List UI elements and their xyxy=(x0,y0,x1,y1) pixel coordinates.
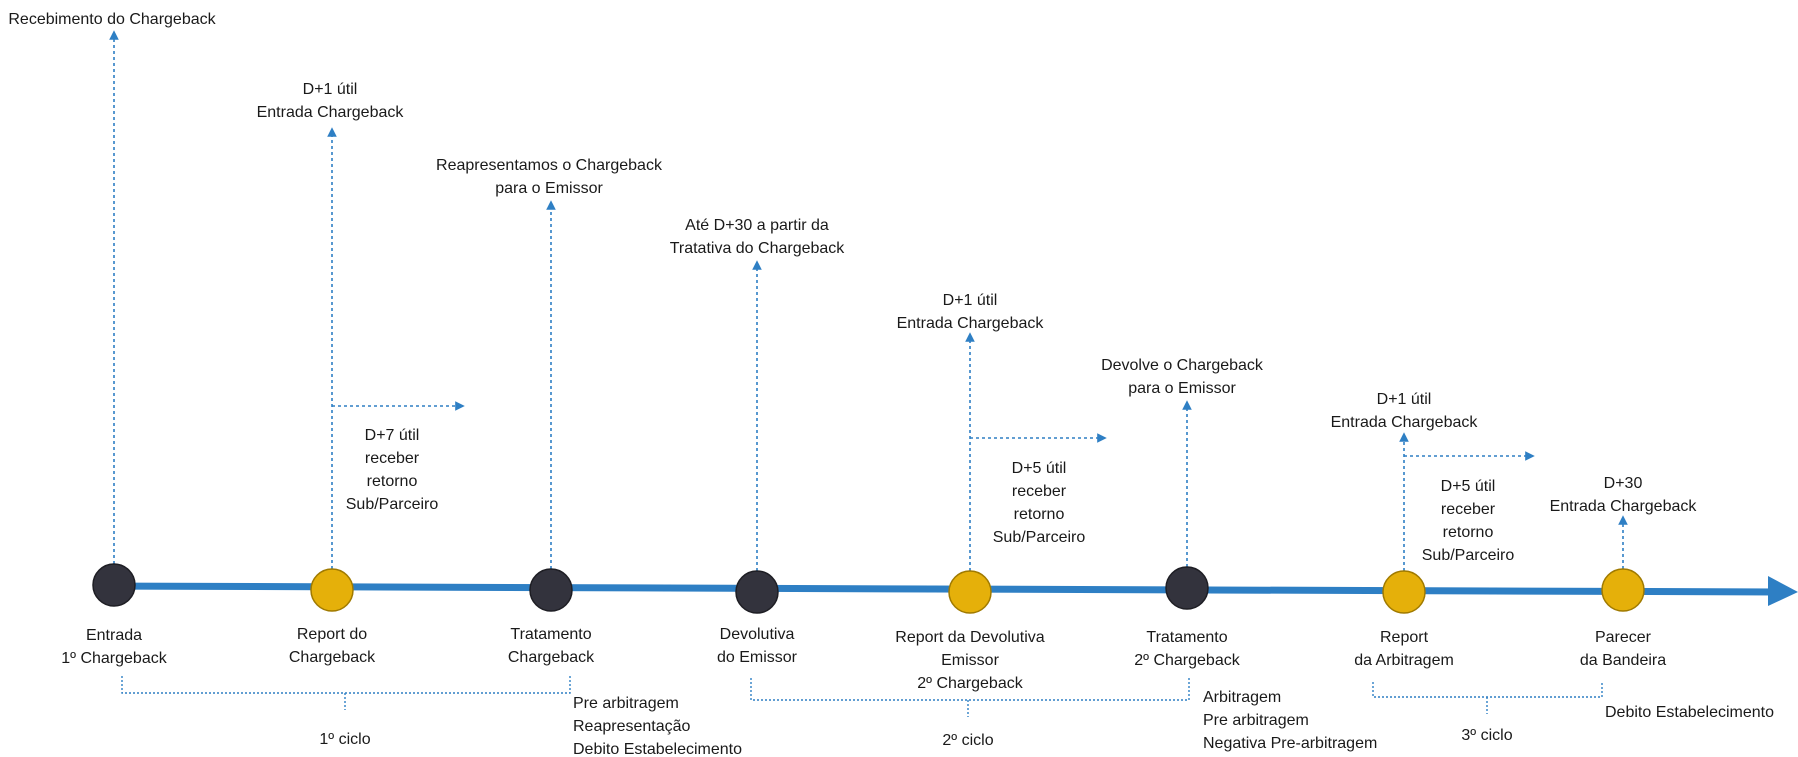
side-note-report-chargeback-line: D+7 útil xyxy=(365,427,420,444)
note-devolutiva-emissor-line: Até D+30 a partir da xyxy=(685,217,829,234)
timeline-axis-layer xyxy=(97,576,1798,606)
label-report-devolutiva-line: Emissor xyxy=(941,652,999,669)
note-report-chargeback-line: Entrada Chargeback xyxy=(257,104,405,121)
note-tratamento-1-line: Reapresentamos o Chargeback xyxy=(436,157,663,174)
bracket-ciclo-3 xyxy=(1372,682,1603,714)
label-tratamento-2: Tratamento 2º Chargeback xyxy=(1134,629,1240,669)
note-tratamento-1: Reapresentamos o Chargeback para o Emisso… xyxy=(436,157,663,197)
node-entrada-dark xyxy=(92,563,136,607)
side-note-report-devolutiva-line: Sub/Parceiro xyxy=(993,529,1086,546)
side-note-report-arbitragem-line: retorno xyxy=(1443,524,1494,541)
label-entrada: Entrada 1º Chargeback xyxy=(61,627,167,667)
label-devolutiva-emissor-line: do Emissor xyxy=(717,649,798,666)
side-note-report-chargeback-line: retorno xyxy=(367,473,418,490)
label-report-devolutiva-line: 2º Chargeback xyxy=(917,675,1023,692)
label-report-chargeback-line: Chargeback xyxy=(289,649,376,666)
node-report-chargeback-gold xyxy=(310,568,354,612)
side-note-report-arbitragem-line: receber xyxy=(1441,501,1496,518)
node-report-devolutiva-gold xyxy=(948,570,992,614)
note-report-arbitragem-line: Entrada Chargeback xyxy=(1331,414,1479,431)
note-tratamento-1-line: para o Emissor xyxy=(495,180,603,197)
cycle-outcomes-ciclo-3: Debito Estabelecimento xyxy=(1605,704,1774,721)
connectors-layer xyxy=(109,30,1628,717)
label-report-chargeback-line: Report do xyxy=(297,626,367,643)
timeline-nodes-layer xyxy=(92,563,1645,614)
note-report-devolutiva-line: D+1 útil xyxy=(943,292,998,309)
note-entrada: Recebimento do Chargeback xyxy=(8,11,216,28)
note-parecer-bandeira-line: D+30 xyxy=(1604,475,1643,492)
cycle-label-ciclo-1: 1º ciclo xyxy=(319,731,370,748)
node-devolutiva-emissor-dark xyxy=(735,570,779,614)
label-parecer-bandeira: Parecer da Bandeira xyxy=(1580,629,1666,669)
note-tratamento-2-line: Devolve o Chargeback xyxy=(1101,357,1264,374)
cycle-label-ciclo-3: 3º ciclo xyxy=(1461,727,1512,744)
note-report-devolutiva-line: Entrada Chargeback xyxy=(897,315,1045,332)
side-note-report-arbitragem-line: Sub/Parceiro xyxy=(1422,547,1515,564)
note-report-chargeback-line: D+1 útil xyxy=(303,81,358,98)
bracket-ciclo-1 xyxy=(121,676,571,710)
timeline-arrowhead xyxy=(1768,576,1798,606)
cycle-outcomes-ciclo-2-line: Pre arbitragem xyxy=(1203,712,1309,729)
side-note-report-devolutiva-line: retorno xyxy=(1014,506,1065,523)
label-tratamento-1-line: Tratamento xyxy=(510,626,591,643)
note-devolutiva-emissor-line: Tratativa do Chargeback xyxy=(670,240,846,257)
side-note-report-chargeback-line: Sub/Parceiro xyxy=(346,496,439,513)
timeline-axis xyxy=(97,582,1779,596)
cycle-outcomes-ciclo-1-line: Debito Estabelecimento xyxy=(573,741,742,757)
note-report-arbitragem-line: D+1 útil xyxy=(1377,391,1432,408)
label-tratamento-2-line: 2º Chargeback xyxy=(1134,652,1240,669)
note-parecer-bandeira-line: Entrada Chargeback xyxy=(1550,498,1698,515)
cycle-label-ciclo-2: 2º ciclo xyxy=(942,732,993,749)
label-tratamento-2-line: Tratamento xyxy=(1146,629,1227,646)
side-note-report-devolutiva-line: D+5 útil xyxy=(1012,460,1067,477)
label-devolutiva-emissor: Devolutiva do Emissor xyxy=(717,626,798,666)
cycle-outcomes-ciclo-2-line: Arbitragem xyxy=(1203,689,1281,706)
label-tratamento-1-line: Chargeback xyxy=(508,649,595,666)
note-entrada-line: Recebimento do Chargeback xyxy=(8,11,216,28)
label-report-arbitragem: Report da Arbitragem xyxy=(1354,629,1454,669)
note-devolutiva-emissor: Até D+30 a partir da Tratativa do Chargeb… xyxy=(670,217,846,257)
node-tratamento-1-dark xyxy=(529,568,573,612)
side-note-report-devolutiva-line: receber xyxy=(1012,483,1067,500)
cycle-outcomes-ciclo-1-line: Pre arbitragem xyxy=(573,695,679,712)
label-parecer-bandeira-line: da Bandeira xyxy=(1580,652,1666,669)
label-devolutiva-emissor-line: Devolutiva xyxy=(720,626,795,643)
cycle-outcomes-ciclo-2-line: Negativa Pre-arbitragem xyxy=(1203,735,1377,752)
cycle-outcomes-ciclo-1-line: Reapresentação xyxy=(573,718,691,735)
label-entrada-line: Entrada xyxy=(86,627,142,644)
label-parecer-bandeira-line: Parecer xyxy=(1595,629,1652,646)
node-report-arbitragem-gold xyxy=(1382,570,1426,614)
side-note-report-arbitragem-line: D+5 útil xyxy=(1441,478,1496,495)
label-report-chargeback: Report do Chargeback xyxy=(289,626,376,666)
note-tratamento-2: Devolve o Chargeback para o Emissor xyxy=(1101,357,1264,397)
cycle-outcomes-ciclo-3-line: Debito Estabelecimento xyxy=(1605,704,1774,721)
node-parecer-bandeira-gold xyxy=(1601,568,1645,612)
node-tratamento-2-dark xyxy=(1165,566,1209,610)
label-report-arbitragem-line: da Arbitragem xyxy=(1354,652,1454,669)
note-tratamento-2-line: para o Emissor xyxy=(1128,380,1236,397)
label-entrada-line: 1º Chargeback xyxy=(61,650,167,667)
label-report-arbitragem-line: Report xyxy=(1380,629,1429,646)
label-report-devolutiva-line: Report da Devolutiva xyxy=(895,629,1045,646)
side-note-report-chargeback-line: receber xyxy=(365,450,420,467)
bracket-ciclo-2 xyxy=(750,678,1190,717)
